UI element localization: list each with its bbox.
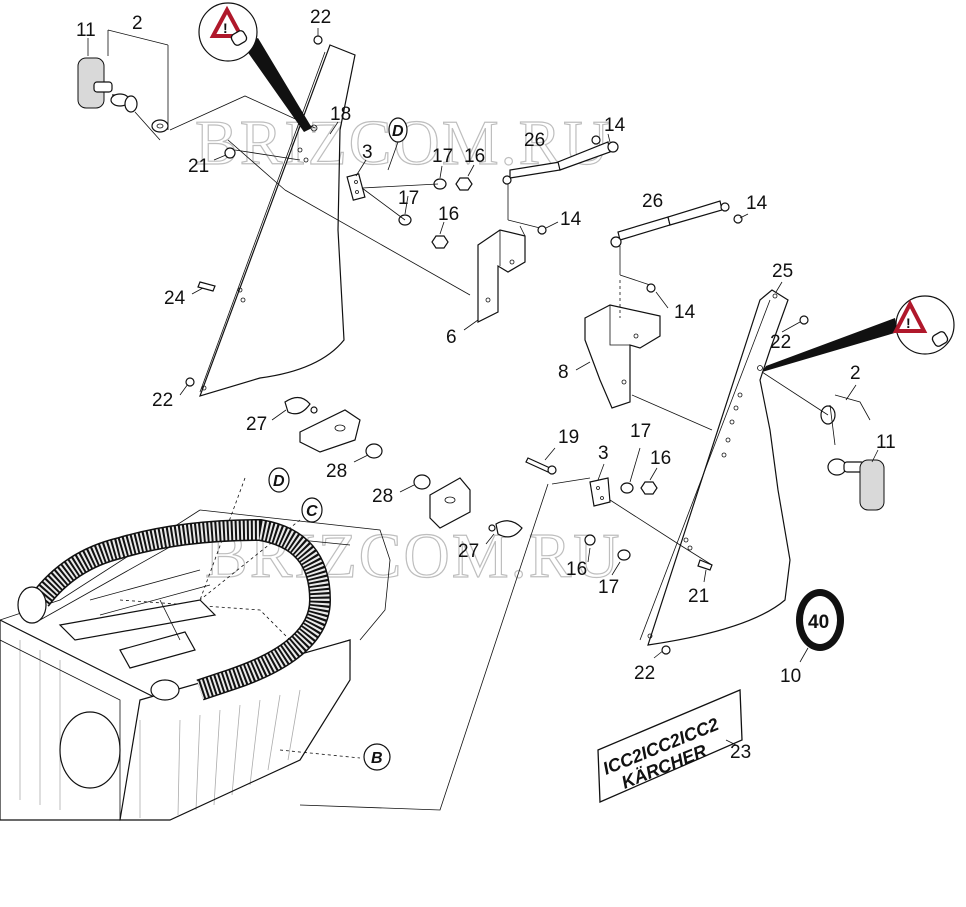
callout-14-right: 14: [746, 193, 768, 214]
hinge-rod-top: [224, 139, 473, 296]
callout-6: 6: [446, 327, 457, 348]
callout-14-top: 14: [604, 115, 626, 136]
callout-22-right: 22: [770, 332, 791, 353]
callout-3-top: 3: [362, 142, 373, 163]
speed-limit-sign: 40: [796, 589, 844, 651]
callout-23: 23: [730, 742, 751, 763]
warning-triangle-icon: [892, 299, 928, 333]
ref-tag-d-bottom: D: [268, 467, 290, 493]
gas-strut-top: [502, 141, 619, 235]
callout-17-right: 17: [630, 421, 651, 442]
callout-14-lower: 14: [674, 302, 696, 323]
callout-25: 25: [772, 261, 793, 282]
callout-21-right: 21: [688, 586, 709, 607]
callout-14-mid: 14: [560, 209, 582, 230]
leader-lines: [87, 28, 879, 746]
warning-triangle-icon: [209, 5, 245, 38]
gas-strut-right: [610, 200, 743, 293]
callout-21-left: 21: [188, 156, 209, 177]
svg-text:D: D: [392, 123, 404, 140]
callout-2-right: 2: [850, 363, 861, 384]
callout-22-bottom: 22: [634, 663, 655, 684]
ref-tag-d-top: D: [387, 117, 408, 171]
callout-27-right: 27: [458, 541, 479, 562]
bracket-part-8: [584, 280, 713, 431]
callout-17-mid: 17: [398, 188, 419, 209]
callout-28-right: 28: [372, 486, 393, 507]
bracket-part-6: [477, 225, 526, 323]
callout-28-left: 28: [326, 461, 347, 482]
svg-text:D: D: [273, 473, 285, 490]
karcher-decal: ICC2ICC2ICC2 KÄRCHER: [597, 689, 743, 803]
callout-24: 24: [164, 288, 186, 309]
callout-11-top: 11: [76, 20, 96, 41]
callout-10: 10: [780, 666, 801, 687]
callout-26-right: 26: [642, 191, 663, 212]
callout-11-right: 11: [876, 432, 896, 453]
warning-bubble-right: !: [762, 295, 955, 372]
callout-17-top: 17: [432, 146, 453, 167]
svg-text:C: C: [306, 503, 318, 520]
right-side-panel: [639, 289, 791, 646]
callout-27-left: 27: [246, 414, 267, 435]
callout-16-mid: 16: [438, 204, 459, 225]
ref-tag-b: B: [363, 743, 391, 771]
callout-16-lower: 16: [566, 559, 587, 580]
callout-16-right: 16: [650, 448, 671, 469]
callout-19: 19: [558, 427, 579, 448]
callout-numbers: 11 2 22 18 21 3 17 16 17 16 26 14 14 26 …: [76, 7, 896, 763]
callout-3-right: 3: [598, 443, 609, 464]
svg-text:B: B: [371, 750, 383, 767]
screws: [185, 35, 809, 655]
callout-18: 18: [330, 104, 351, 125]
hand-icon: [931, 331, 949, 347]
ref-tag-c: C: [301, 497, 323, 523]
left-side-panel: [199, 44, 356, 397]
callout-2-top: 2: [132, 13, 143, 34]
callout-8: 8: [558, 362, 569, 383]
callout-26-top: 26: [524, 130, 545, 151]
hand-icon: [230, 30, 248, 46]
warning-bubble-left: !: [198, 2, 312, 132]
callout-22-left: 22: [152, 390, 173, 411]
stop-bracket-right: [413, 474, 523, 538]
hinge-right-set: [299, 457, 713, 811]
svg-text:!: !: [906, 315, 911, 331]
suction-hose: [17, 518, 332, 701]
stop-bracket-left: [284, 396, 383, 459]
svg-text:!: !: [223, 20, 228, 36]
callout-16-top: 16: [464, 146, 485, 167]
callout-22-top: 22: [310, 7, 331, 28]
svg-text:40: 40: [808, 612, 829, 633]
latch-assembly-right: [761, 371, 885, 511]
latch-assembly-top-left: [77, 29, 316, 141]
callout-17-lower: 17: [598, 577, 619, 598]
